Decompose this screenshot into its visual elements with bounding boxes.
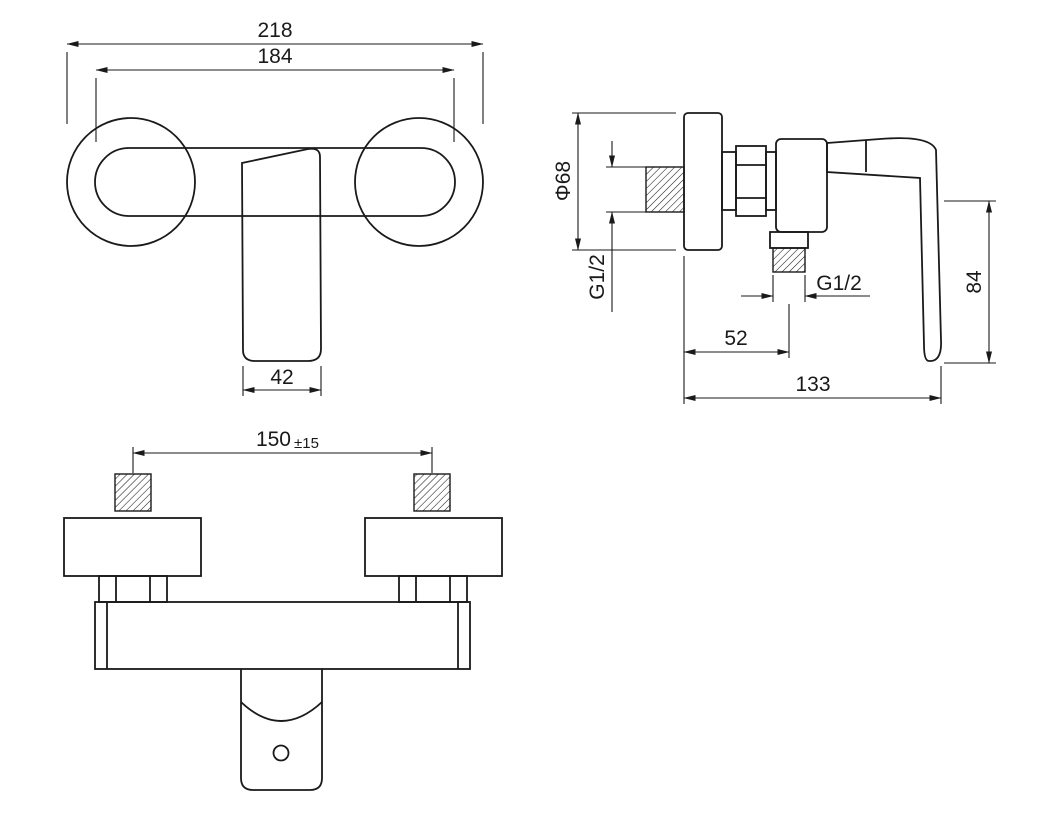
side-dim-outlet-offset: 52 — [683, 256, 790, 404]
dim-text-total-depth: 133 — [795, 373, 830, 396]
left-inlet-stud — [114, 473, 152, 512]
side-dim-inlet-thread: G1/2 — [586, 141, 646, 312]
bottom-dim-hole-spacing: 150 ±15 — [132, 428, 433, 473]
dim-text-hole-spacing: 150 — [256, 428, 291, 451]
handle-bottom — [240, 669, 323, 791]
inlet-thread-stub — [645, 166, 685, 213]
label-text-inlet-thread: G1/2 — [586, 254, 609, 300]
mounting-nut — [721, 145, 777, 217]
wall-flange-plate — [683, 112, 723, 251]
right-flange-plate — [364, 517, 503, 577]
outlet-stub — [769, 231, 809, 273]
dim-text-body-width: 184 — [257, 45, 292, 68]
mixer-body-front — [94, 147, 456, 217]
dim-text-flange-diameter: Φ68 — [552, 161, 575, 201]
left-flange-plate — [63, 517, 202, 577]
front-dim-overall-width: 218 — [66, 19, 484, 124]
side-dim-handle-drop: 84 — [944, 200, 996, 364]
left-flange-circle — [66, 117, 196, 247]
dim-text-overall-width: 218 — [257, 19, 292, 42]
right-hex-nut — [398, 575, 468, 603]
label-text-outlet-thread: G1/2 — [816, 272, 862, 295]
dim-text-outlet-offset: 52 — [724, 327, 747, 350]
valve-body-side — [775, 138, 828, 233]
left-hex-nut — [98, 575, 168, 603]
front-dim-body-width: 184 — [95, 45, 455, 142]
handle-screw-hole — [272, 744, 290, 762]
side-dim-total-depth: 133 — [683, 366, 942, 404]
right-inlet-stud — [413, 473, 451, 512]
side-dim-outlet-thread: G1/2 — [741, 272, 870, 302]
front-view: 218 184 42 — [66, 19, 484, 396]
bottom-view: 150 ±15 — [63, 428, 503, 791]
dim-text-hole-spacing-tolerance: ±15 — [294, 435, 319, 452]
side-dim-flange-diameter: Φ68 — [552, 112, 676, 251]
dim-text-handle-width: 42 — [270, 366, 293, 389]
front-dim-handle-width: 42 — [242, 366, 322, 396]
handle-side — [826, 137, 942, 362]
handle-lever-front — [241, 147, 322, 362]
mixer-body-bottom — [94, 601, 471, 670]
dim-text-handle-drop: 84 — [963, 270, 986, 294]
right-flange-circle — [354, 117, 484, 247]
side-view: Φ68 G1/2 G1/2 52 — [552, 112, 996, 404]
